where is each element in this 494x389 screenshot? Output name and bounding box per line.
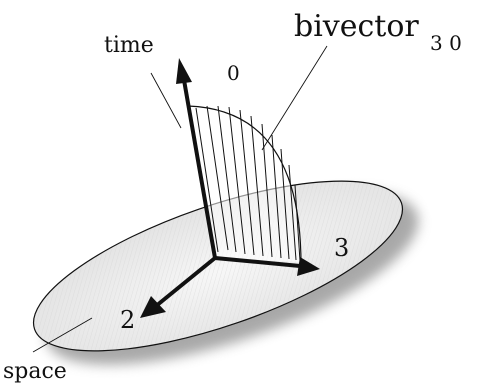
space-leader-line — [32, 317, 93, 353]
axis-three-arrow — [214, 256, 320, 276]
zero-label: 0 — [227, 61, 240, 85]
bivector-leader-line — [261, 45, 328, 151]
bivector-label: bivector — [294, 9, 419, 44]
bivector-index-label: 3 0 — [430, 31, 462, 55]
bivector-arc — [187, 105, 302, 263]
axis-two-arrow — [140, 256, 217, 318]
time-label: time — [104, 33, 154, 58]
axis-two-label: 2 — [120, 306, 135, 334]
time-axis-arrow — [176, 58, 217, 259]
space-plane — [32, 180, 404, 352]
axis-three-label: 3 — [334, 234, 349, 262]
time-leader-line — [150, 72, 182, 129]
space-label: space — [3, 359, 67, 384]
bivector-region — [187, 105, 302, 263]
